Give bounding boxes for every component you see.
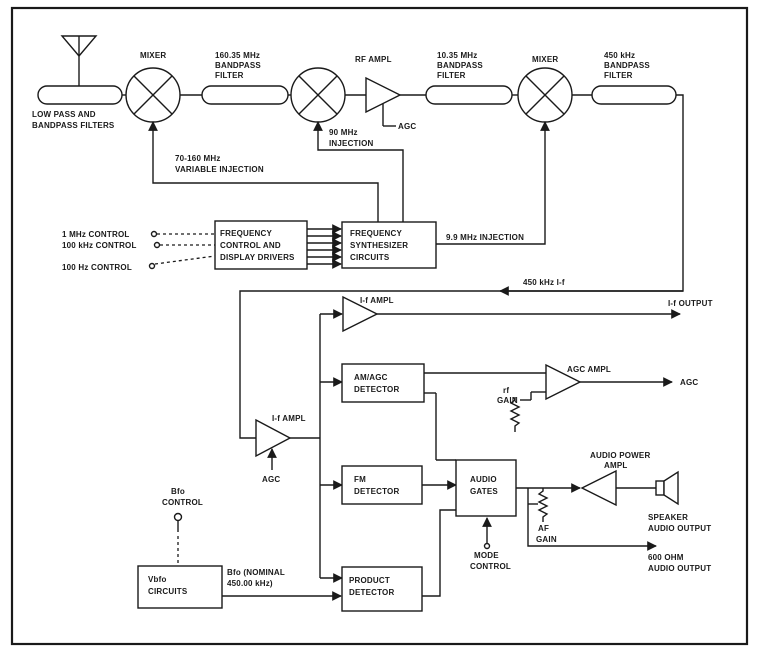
bandpass-filter-160	[201, 85, 289, 105]
product-detector	[341, 566, 423, 612]
mode-label-1: MODE	[474, 551, 499, 560]
pd-label-1: PRODUCT	[349, 576, 390, 585]
bp1-label-c: FILTER	[215, 71, 244, 80]
pd-label-2: DETECTOR	[349, 588, 394, 597]
ctrl-1mhz-label: 1 MHz CONTROL	[62, 230, 130, 239]
fs-label-3: CIRCUITS	[350, 253, 390, 262]
mode-label-2: CONTROL	[470, 562, 511, 571]
bfo-control-label-2: CONTROL	[162, 498, 203, 507]
fc-label-1: FREQUENCY	[220, 229, 272, 238]
agc-ampl-label: AGC AMPL	[567, 365, 611, 374]
mixer-3-label: MIXER	[532, 55, 558, 64]
bfo-label-1: Vbfo	[148, 575, 167, 584]
af-gain-potentiometer	[528, 488, 549, 522]
bp3-label-a: 450 kHz	[604, 51, 635, 60]
antenna-icon	[60, 35, 98, 86]
mixer-1-label: MIXER	[140, 51, 166, 60]
bp1-label-b: BANDPASS	[215, 61, 261, 70]
fc-label-3: DISPLAY DRIVERS	[220, 253, 295, 262]
rf-gain-label-2: GAIN	[497, 396, 518, 405]
if-amplifier-mid	[255, 418, 292, 458]
if-ampl-top-label: I-f AMPL	[360, 296, 394, 305]
filters-label-2: BANDPASS FILTERS	[32, 121, 115, 130]
bp3-label-c: FILTER	[604, 71, 633, 80]
speaker-label-1: SPEAKER	[648, 513, 688, 522]
ctrl-100hz-label: 100 Hz CONTROL	[62, 263, 132, 272]
frequency-control-display-drivers	[214, 220, 308, 270]
ap-label-1: AUDIO POWER	[590, 451, 650, 460]
bfo-control-knob	[173, 512, 183, 522]
bp2-label-a: 10.35 MHz	[437, 51, 477, 60]
if-450-label: 450 kHz I-f	[523, 278, 565, 287]
rf-gain-label-1: rf	[503, 386, 509, 395]
var-inj-label-1: 70-160 MHz	[175, 154, 221, 163]
bp3-label-b: BANDPASS	[604, 61, 650, 70]
gates-label-1: AUDIO	[470, 475, 497, 484]
speaker-label-2: AUDIO OUTPUT	[648, 524, 711, 533]
speaker-icon	[655, 470, 679, 506]
rf-amplifier	[365, 76, 402, 114]
agc-amplifier	[545, 363, 582, 401]
bandpass-filter-10	[425, 85, 513, 105]
rf-agc-label: AGC	[398, 122, 416, 131]
bfo-nominal-label-2: 450.00 kHz)	[227, 579, 273, 588]
amagc-label-1: AM/AGC	[354, 373, 388, 382]
mixer-1	[125, 67, 181, 123]
bp2-label-b: BANDPASS	[437, 61, 483, 70]
inj-90-label-1: 90 MHz	[329, 128, 358, 137]
filters-label-1: LOW PASS AND	[32, 110, 96, 119]
bfo-nominal-label-1: Bfo (NOMINAL	[227, 568, 285, 577]
ctrl-100khz-label: 100 kHz CONTROL	[62, 241, 137, 250]
var-inj-label-2: VARIABLE INJECTION	[175, 165, 264, 174]
vbfo-circuits	[137, 565, 223, 609]
inj-90-label-2: INJECTION	[329, 139, 373, 148]
agc-if-label: AGC	[262, 475, 280, 484]
bfo-label-2: CIRCUITS	[148, 587, 188, 596]
if-amplifier-top	[342, 295, 379, 333]
bandpass-filter-450	[591, 85, 677, 105]
audio-power-amplifier	[580, 469, 617, 507]
agc-out-label: AGC	[680, 378, 698, 387]
ap-label-2: AMPL	[604, 461, 627, 470]
if-ampl-mid-label: I-f AMPL	[272, 414, 306, 423]
fm-label-2: DETECTOR	[354, 487, 399, 496]
bp1-label-a: 160.35 MHz	[215, 51, 260, 60]
low-pass-bandpass-filter	[37, 85, 123, 105]
af-gain-label-2: GAIN	[536, 535, 557, 544]
diagram-frame	[10, 6, 749, 646]
fm-detector	[341, 465, 423, 505]
rf-ampl-label: RF AMPL	[355, 55, 392, 64]
amagc-label-2: DETECTOR	[354, 385, 399, 394]
fs-label-2: SYNTHESIZER	[350, 241, 408, 250]
inj-99-label: 9.9 MHz INJECTION	[446, 233, 524, 242]
af-gain-label-1: AF	[538, 524, 549, 533]
ohm-label-2: AUDIO OUTPUT	[648, 564, 711, 573]
am-agc-detector	[341, 363, 425, 403]
gates-label-2: GATES	[470, 487, 498, 496]
audio-gates	[455, 459, 517, 517]
mixer-2	[290, 67, 346, 123]
ohm-label-1: 600 OHM	[648, 553, 684, 562]
fc-label-2: CONTROL AND	[220, 241, 281, 250]
frequency-synthesizer-circuits	[341, 221, 437, 269]
fs-label-1: FREQUENCY	[350, 229, 402, 238]
if-output-label: I-f OUTPUT	[668, 299, 713, 308]
mixer-3	[517, 67, 573, 123]
bfo-control-label-1: Bfo	[171, 487, 185, 496]
fm-label-1: FM	[354, 475, 366, 484]
rf-gain-potentiometer	[509, 391, 546, 432]
bp2-label-c: FILTER	[437, 71, 466, 80]
